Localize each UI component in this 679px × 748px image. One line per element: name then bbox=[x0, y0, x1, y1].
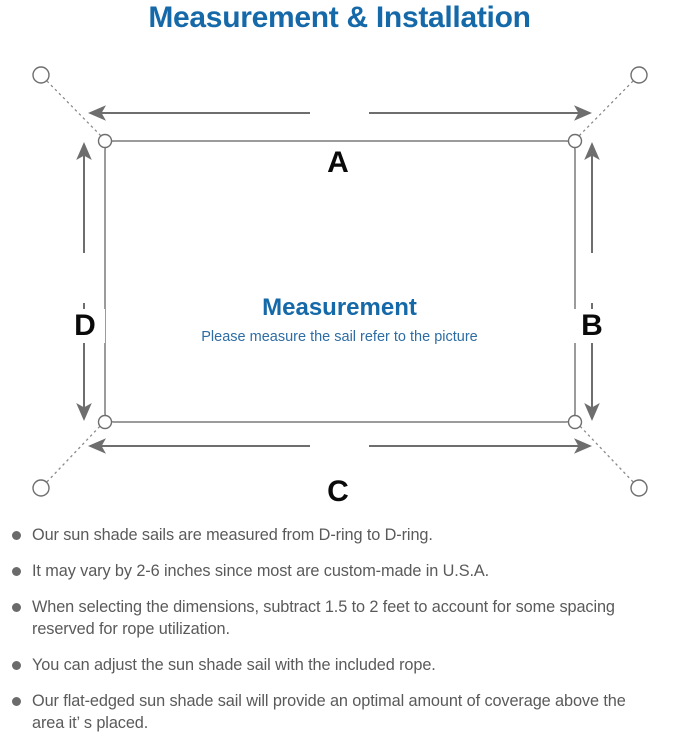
list-item: When selecting the dimensions, subtract … bbox=[0, 596, 679, 640]
bullet-icon bbox=[12, 531, 21, 540]
anchor-points bbox=[32, 66, 648, 497]
d-rings bbox=[97, 133, 583, 430]
page-title: Measurement & Installation bbox=[148, 1, 531, 34]
note-text: Our sun shade sails are measured from D-… bbox=[32, 526, 433, 544]
rope-top-left bbox=[42, 76, 105, 140]
bullet-icon bbox=[12, 603, 21, 612]
dimension-label-d: D bbox=[65, 309, 105, 343]
list-item: Our sun shade sails are measured from D-… bbox=[0, 524, 679, 546]
sail-body bbox=[104, 140, 576, 423]
rope-bottom-right bbox=[575, 421, 638, 487]
anchor-top-right bbox=[630, 66, 648, 84]
note-text: When selecting the dimensions, subtract … bbox=[32, 598, 615, 638]
diagram-svg bbox=[32, 66, 648, 497]
list-item: It may vary by 2-6 inches since most are… bbox=[0, 560, 679, 582]
dimension-label-a: A bbox=[315, 146, 361, 180]
bullet-icon bbox=[12, 661, 21, 670]
bullet-icon bbox=[12, 567, 21, 576]
note-text: Our flat-edged sun shade sail will provi… bbox=[32, 692, 626, 732]
d-ring-top-right bbox=[567, 133, 583, 149]
notes-list: Our sun shade sails are measured from D-… bbox=[0, 524, 679, 748]
bullet-icon bbox=[12, 697, 21, 706]
anchor-bottom-left bbox=[32, 479, 50, 497]
d-ring-bottom-right bbox=[567, 414, 583, 430]
rope-top-right bbox=[575, 76, 638, 140]
note-text: It may vary by 2-6 inches since most are… bbox=[32, 562, 490, 580]
d-ring-bottom-left bbox=[97, 414, 113, 430]
list-item: You can adjust the sun shade sail with t… bbox=[0, 654, 679, 676]
dimension-label-b: B bbox=[572, 309, 612, 343]
note-text: You can adjust the sun shade sail with t… bbox=[32, 656, 436, 674]
d-ring-top-left bbox=[97, 133, 113, 149]
list-item: Our flat-edged sun shade sail will provi… bbox=[0, 690, 679, 734]
dimension-label-c: C bbox=[315, 475, 361, 509]
anchor-top-left bbox=[32, 66, 50, 84]
sun-shade-sail-measurement-diagram: Measurement Please measure the sail refe… bbox=[0, 50, 679, 515]
rope-bottom-left bbox=[42, 421, 105, 487]
anchor-bottom-right bbox=[630, 479, 648, 497]
